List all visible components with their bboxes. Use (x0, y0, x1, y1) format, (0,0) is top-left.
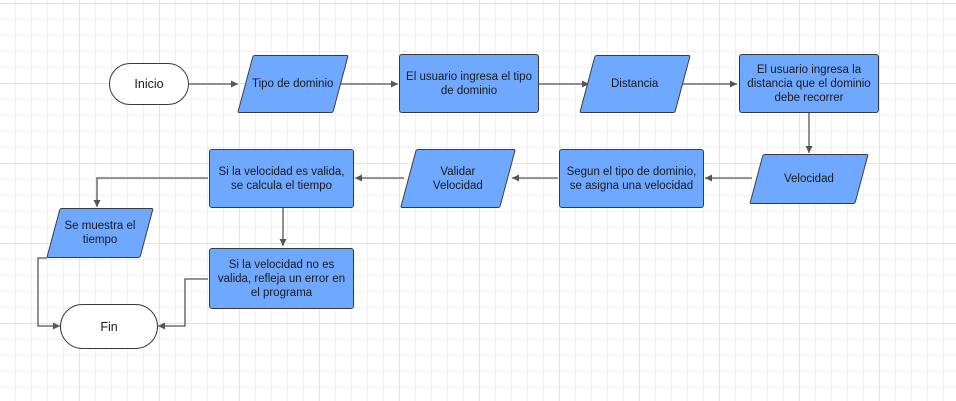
process-error-programa[interactable]: Si la velocidad no es valida, refleja un… (209, 248, 354, 309)
output-velocidad-label: Velocidad (784, 173, 834, 185)
process-asigna-velocidad[interactable]: Segun el tipo de dominio, se asigna una … (559, 149, 704, 208)
connector-muestra-fin (37, 257, 60, 330)
output-muestra-tiempo[interactable]: Se muestra el tiempo (46, 208, 154, 258)
output-muestra-tiempo-label: Se muestra el tiempo (64, 220, 136, 246)
connector-error-fin (158, 278, 208, 330)
process-calcula-tiempo[interactable]: Si la velocidad es valida, se calcula el… (209, 149, 354, 208)
input-tipo-dominio-label: Tipo de dominio (252, 78, 334, 90)
start-terminal[interactable]: Inicio (109, 63, 189, 105)
process-ingresa-distancia[interactable]: El usuario ingresa la distancia que el d… (739, 54, 879, 113)
start-terminal-label: Inicio (134, 77, 164, 91)
process-asigna-velocidad-label: Segun el tipo de dominio, se asigna una … (566, 165, 697, 192)
process-error-programa-label: Si la velocidad no es valida, refleja un… (217, 258, 346, 299)
input-tipo-dominio[interactable]: Tipo de dominio (237, 55, 349, 113)
end-terminal[interactable]: Fin (60, 304, 158, 349)
end-terminal-label: Fin (100, 319, 118, 334)
input-validar-velocidad-label: Validar Velocidad (433, 165, 483, 192)
input-distancia-label: Distancia (611, 78, 659, 90)
process-ingresa-tipo-label: El usuario ingresa el tipo de dominio (406, 70, 532, 97)
process-ingresa-tipo[interactable]: El usuario ingresa el tipo de dominio (399, 54, 539, 113)
process-calcula-tiempo-label: Si la velocidad es valida, se calcula el… (218, 165, 345, 192)
process-ingresa-distancia-label: El usuario ingresa la distancia que el d… (747, 63, 871, 104)
input-distancia[interactable]: Distancia (579, 55, 691, 113)
connector-calcula-muestra (93, 177, 208, 207)
input-validar-velocidad[interactable]: Validar Velocidad (400, 149, 516, 208)
output-velocidad[interactable]: Velocidad (749, 154, 869, 204)
